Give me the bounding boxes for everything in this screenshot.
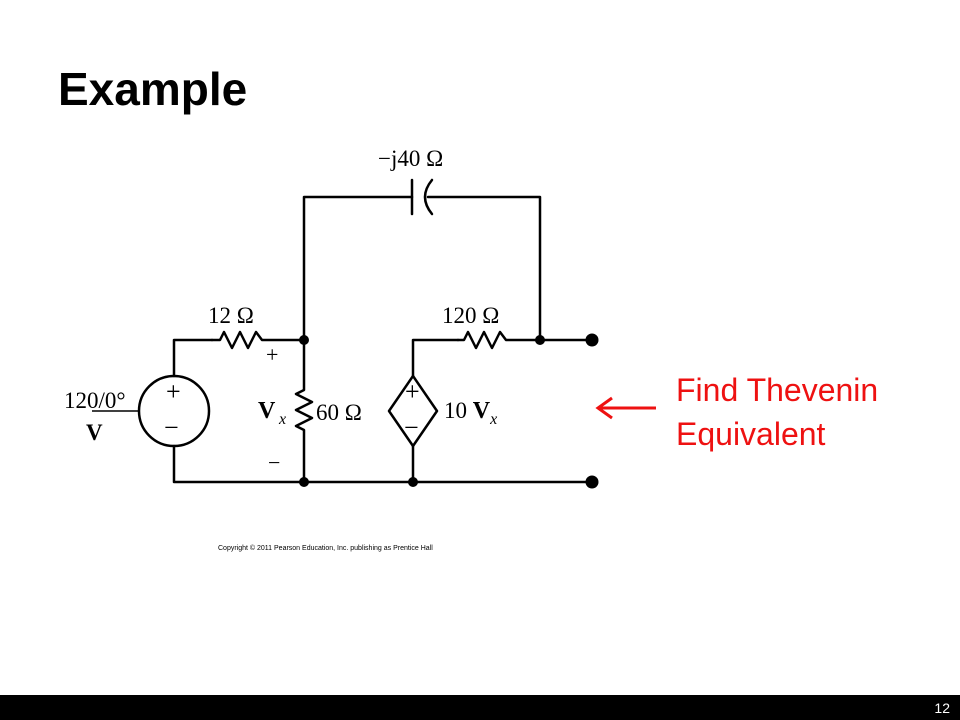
slide-title: Example — [58, 63, 248, 115]
arrow-head — [595, 396, 613, 420]
dep-gain: 10 Vx — [444, 398, 497, 428]
wire-source-top — [172, 338, 214, 378]
copyright-text: Copyright © 2011 Pearson Education, Inc.… — [218, 545, 433, 552]
wire-source-bottom — [172, 444, 306, 484]
footer-bar: 12 — [0, 695, 960, 720]
dep-minus: − — [404, 413, 419, 442]
vx-minus: − — [268, 450, 280, 475]
capacitor-plate-curved — [423, 178, 434, 216]
dep-gain-number: 10 — [444, 398, 473, 423]
annotation: Find Thevenin Equivalent — [676, 368, 878, 456]
slide-number: 12 — [934, 700, 950, 716]
annotation-line-2: Equivalent — [676, 416, 826, 452]
wire-top-right — [426, 195, 542, 342]
terminal-b — [585, 475, 599, 489]
source-plus: + — [166, 377, 181, 406]
node-top-right — [535, 335, 545, 345]
resistor-120 — [456, 330, 592, 350]
dep-plus: + — [405, 377, 420, 406]
resistor-60 — [294, 338, 314, 484]
dep-gain-var: V — [473, 398, 491, 424]
voltage-source-circle — [137, 374, 211, 448]
annotation-line-1: Find Thevenin — [676, 372, 879, 408]
r3-label: 120 Ω — [442, 303, 499, 328]
vx-label: V — [258, 398, 276, 424]
wire-dep-top — [411, 338, 460, 378]
source-value: 120/0° — [64, 388, 126, 413]
node-bottom-mid — [408, 477, 418, 487]
capacitor-label: −j40 Ω — [378, 146, 443, 171]
r2-label: 60 Ω — [316, 400, 362, 425]
vx-subscript: x — [278, 411, 286, 428]
r1-label: 12 Ω — [208, 303, 254, 328]
node-top-left — [299, 335, 309, 345]
terminal-a — [585, 333, 599, 347]
node-bottom-left — [299, 477, 309, 487]
dep-gain-subscript: x — [489, 411, 497, 428]
wire-top-left — [302, 195, 414, 342]
resistor-12 — [210, 330, 306, 350]
source-unit: V — [86, 420, 103, 445]
vx-plus: + — [266, 342, 278, 367]
source-minus: − — [164, 413, 179, 442]
